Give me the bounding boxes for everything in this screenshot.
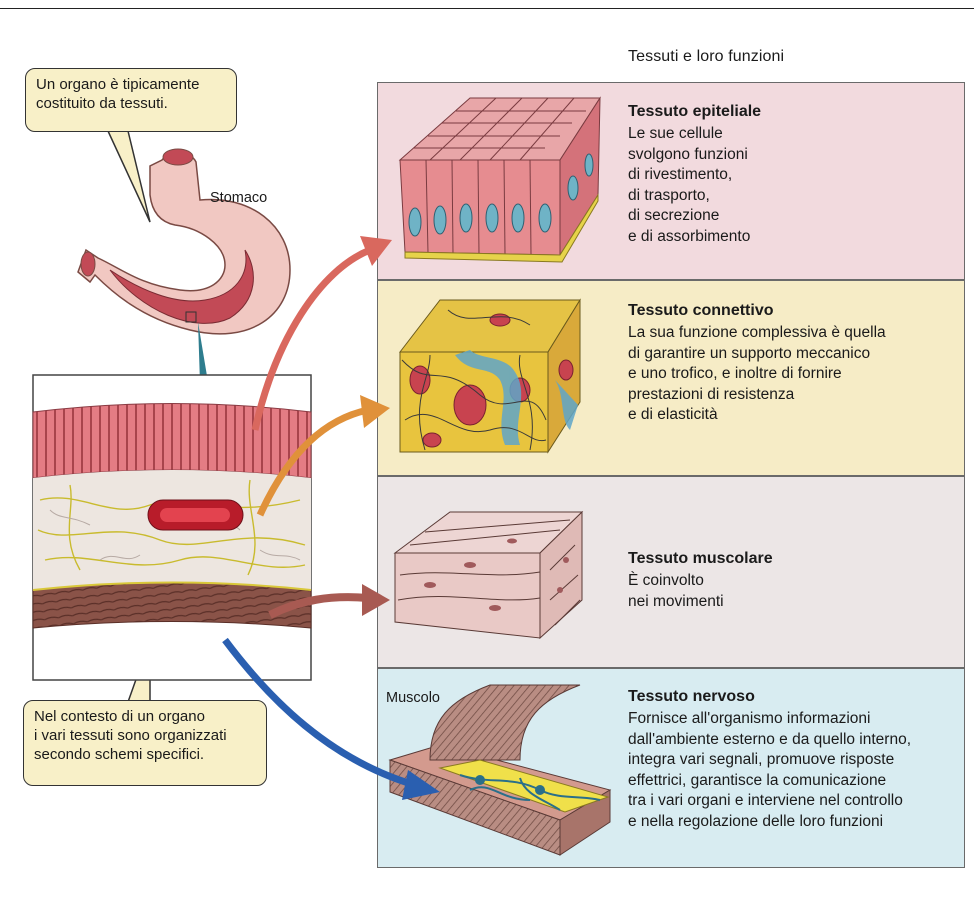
callout-organ: Un organo è tipicamente costituito da te… <box>25 68 237 132</box>
section-title: Tessuti e loro funzioni <box>628 48 784 66</box>
nervous-tissue-illustration <box>390 685 610 855</box>
nervous-description: Fornisce all'organismo informazioni dall… <box>628 709 911 832</box>
epithelial-tissue-illustration <box>400 98 600 262</box>
connective-description: La sua funzione complessiva è quella di … <box>628 323 886 426</box>
cross-section-illustration <box>33 375 311 680</box>
epithelial-description: Le sue cellule svolgono funzioni di rive… <box>628 124 750 247</box>
callout-context: Nel contesto di un organo i vari tessuti… <box>23 700 267 786</box>
connective-title: Tessuto connettivo <box>628 302 774 320</box>
stomach-label: Stomaco <box>210 190 267 206</box>
connective-tissue-illustration <box>400 300 580 452</box>
nervous-title: Tessuto nervoso <box>628 688 755 706</box>
callout-tail-organ <box>108 131 150 222</box>
muscle-description: È coinvolto nei movimenti <box>628 571 724 612</box>
muscle-title: Tessuto muscolare <box>628 550 773 568</box>
muscle-tissue-illustration <box>395 512 582 638</box>
epithelial-title: Tessuto epiteliale <box>628 103 761 121</box>
stomach-illustration <box>78 149 290 334</box>
muscle-label: Muscolo <box>386 690 440 706</box>
